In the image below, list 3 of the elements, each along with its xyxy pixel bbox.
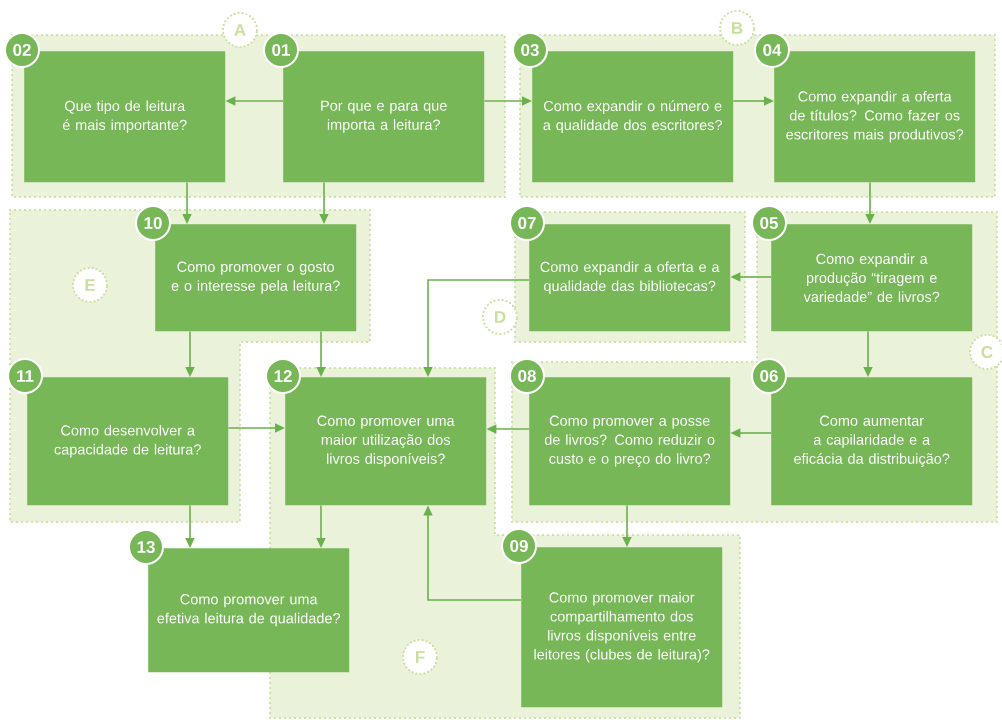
node-label: B (732, 22, 743, 34)
node-label: A (234, 24, 246, 36)
node-label: D (495, 311, 506, 323)
